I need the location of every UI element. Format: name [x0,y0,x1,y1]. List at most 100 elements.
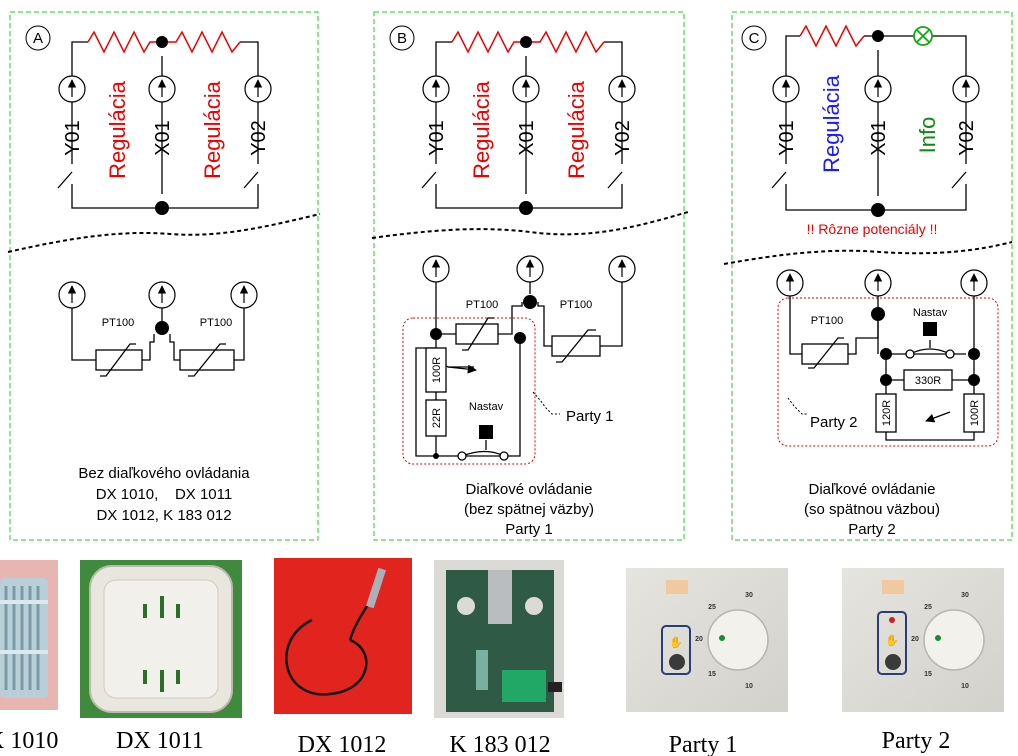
panel-c-badge-label: C [749,30,760,47]
terminal-y02: Y02 [612,120,634,156]
terminal-icon [244,75,272,103]
junction-c-6 [905,349,915,359]
sensor-label-left: PT100 [466,299,498,311]
party-2-leader [787,397,808,415]
remote-box-party-2 [777,297,999,447]
caption-k183012: K 183 012 [449,732,550,756]
terminal-icon [864,75,892,103]
panel-b-badge [389,25,415,51]
panel-c-circuit [771,35,967,211]
caption-dx1010: DX 1010 [0,728,58,754]
dial-number: 15 [924,671,932,678]
terminal-icon [422,255,450,283]
terminal-icon [148,75,176,103]
junction-b-3 [523,295,537,309]
terminal-x01: X01 [868,120,890,156]
junction-b-top [520,36,532,48]
party-2-label: Party 2 [810,414,858,431]
panel-c: C Y01 X01 Y02 Regulácia Info !! Rôzne po… [731,11,1013,541]
panel-a-desc-1: Bez diaľkového ovládania [78,465,250,482]
button-label-nastav: Nastav [913,307,948,319]
break-line-b [371,211,689,239]
junction-c-7 [945,349,955,359]
resistor-c [799,24,865,48]
dial-number: 20 [695,636,703,643]
terminal-icon [58,75,86,103]
panel-c-desc-3: Party 2 [848,521,896,538]
caption-dx1011: DX 1011 [116,728,204,754]
panel-b: B Y01 X01 Y02 Regulácia Regulácia [373,11,685,541]
button-nastav-icon [923,322,937,336]
trimmer-arrow [447,364,477,374]
terminal-y01: Y01 [776,120,798,156]
resistor-label-22r: 22R [431,408,443,428]
resistor-label-330r: 330R [915,375,941,387]
terminal-icon [864,269,892,297]
panel-b-badge-label: B [397,30,407,47]
caption-party2: Party 2 [882,728,951,754]
trimmer-arrow [925,411,951,423]
caption-dx1012: DX 1012 [298,732,387,756]
junction-b-4 [457,451,467,461]
terminal-icon [952,75,980,103]
panel-c-desc-1: Diaľkové ovládanie [809,481,936,498]
terminal-y01: Y01 [426,120,448,156]
terminal-y02: Y02 [956,120,978,156]
panel-a-desc-2: DX 1010, DX 1011 [96,486,232,503]
terminal-icon [148,281,176,309]
dial-number: 30 [745,592,753,599]
panel-c-badge [741,25,767,51]
break-line-a [7,213,321,253]
panel-a-badge-label: A [33,30,43,47]
junction-c-5 [968,374,980,386]
photo-party1: ✋ 30 25 20 15 10 [626,568,788,712]
sensor-label-left: PT100 [102,317,134,329]
lamp-icon [913,26,933,46]
photo-dx1010 [0,560,58,710]
regulation-label: Regulácia [819,74,844,173]
terminal-icon [776,269,804,297]
junction-c-top [872,30,884,42]
hand-icon: ✋ [669,636,683,649]
photo-dx1012 [274,558,412,714]
button-label-nastav: Nastav [469,401,504,413]
terminal-icon [608,75,636,103]
party-1-leader [532,391,560,415]
regulation-label-right: Regulácia [200,80,225,179]
resistor-b-right [526,30,605,54]
junction-a-bottom [155,201,169,215]
junction-c-1 [871,307,885,321]
dial-number: 10 [961,683,969,690]
dial-number: 20 [911,636,919,643]
info-label: Info [915,117,940,154]
terminal-icon [512,75,540,103]
terminal-icon [772,75,800,103]
junction-c-2 [880,348,892,360]
terminal-y01: Y01 [62,120,84,156]
resistor-a-left [87,30,162,54]
dial-number: 30 [961,592,969,599]
dial-number: 10 [745,683,753,690]
panel-b-border [373,11,685,541]
panel-b-desc-3: Party 1 [505,521,553,538]
party-1-label: Party 1 [566,408,614,425]
junction-b-1 [430,328,442,340]
terminal-icon [516,255,544,283]
dial-number: 25 [924,604,932,611]
dial-number: 15 [708,671,716,678]
terminal-icon [960,269,988,297]
terminal-y02: Y02 [248,120,270,156]
regulation-label-right: Regulácia [564,80,589,179]
junction-a-sensor [155,321,169,335]
panel-c-desc-2: (so spätnou väzbou) [804,501,940,518]
photo-k183012 [434,560,564,718]
panel-a-badge [25,25,51,51]
hand-icon: ✋ [885,634,899,647]
terminal-icon [608,255,636,283]
panel-a-border [9,11,319,541]
junction-b-2 [514,332,526,344]
junction-a-top [156,36,168,48]
button-nastav-icon [479,425,493,439]
terminal-x01: X01 [152,120,174,156]
